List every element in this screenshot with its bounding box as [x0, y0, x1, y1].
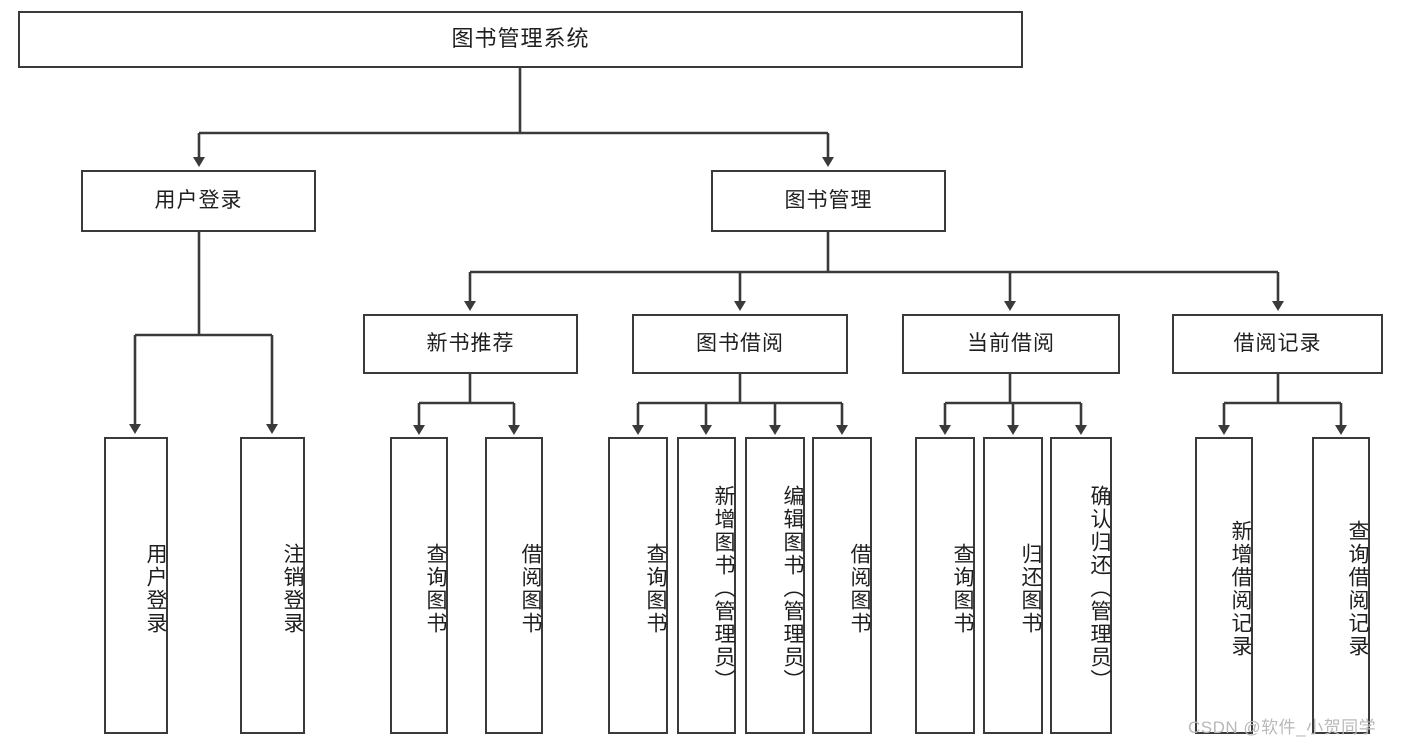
node-label: 新书推荐	[426, 332, 515, 356]
node-root-system[interactable]: 图书管理系统	[18, 11, 1023, 68]
csdn-watermark: CSDN @软件_小贺同学	[1188, 718, 1377, 737]
leaf-user-login-login[interactable]: 用户登录	[104, 437, 168, 734]
node-label: 查询图书	[951, 542, 974, 635]
leaf-current-borrow-query[interactable]: 查询图书	[915, 437, 975, 734]
node-label: 图书管理	[784, 189, 873, 213]
node-label: 用户登录	[144, 542, 167, 635]
node-book-borrow[interactable]: 图书借阅	[632, 314, 848, 374]
leaf-new-book-query[interactable]: 查询图书	[390, 437, 448, 734]
node-label: 编辑图书（管理员）	[781, 485, 804, 692]
node-borrow-record[interactable]: 借阅记录	[1172, 314, 1383, 374]
node-book-management[interactable]: 图书管理	[711, 170, 946, 232]
node-label: 查询图书	[424, 542, 447, 635]
node-label: 当前借阅	[967, 332, 1055, 356]
node-label: 借阅图书	[519, 542, 542, 635]
node-label: 查询图书	[644, 542, 667, 635]
leaf-book-borrow-borrow[interactable]: 借阅图书	[812, 437, 872, 734]
node-label: 归还图书	[1019, 542, 1042, 635]
leaf-book-borrow-add[interactable]: 新增图书（管理员）	[677, 437, 736, 734]
node-new-book-recommend[interactable]: 新书推荐	[363, 314, 578, 374]
node-label: 新增图书（管理员）	[712, 485, 735, 692]
node-label: 借阅图书	[848, 542, 871, 635]
leaf-new-book-borrow[interactable]: 借阅图书	[485, 437, 543, 734]
leaf-current-borrow-confirm-return[interactable]: 确认归还（管理员）	[1050, 437, 1112, 734]
node-label: 图书借阅	[696, 332, 784, 356]
node-label: 用户登录	[154, 189, 243, 213]
leaf-book-borrow-edit[interactable]: 编辑图书（管理员）	[745, 437, 805, 734]
node-label: 注销登录	[281, 542, 304, 635]
node-user-login[interactable]: 用户登录	[81, 170, 316, 232]
leaf-borrow-record-add[interactable]: 新增借阅记录	[1195, 437, 1253, 734]
node-label: 新增借阅记录	[1229, 519, 1252, 658]
node-label: 借阅记录	[1233, 332, 1322, 356]
leaf-user-login-logout[interactable]: 注销登录	[240, 437, 305, 734]
leaf-book-borrow-query[interactable]: 查询图书	[608, 437, 668, 734]
leaf-current-borrow-return[interactable]: 归还图书	[983, 437, 1043, 734]
node-label: 确认归还（管理员）	[1088, 485, 1111, 692]
node-label: 图书管理系统	[451, 26, 590, 52]
node-current-borrow[interactable]: 当前借阅	[902, 314, 1120, 374]
node-label: 查询借阅记录	[1346, 519, 1369, 658]
leaf-borrow-record-query[interactable]: 查询借阅记录	[1312, 437, 1370, 734]
